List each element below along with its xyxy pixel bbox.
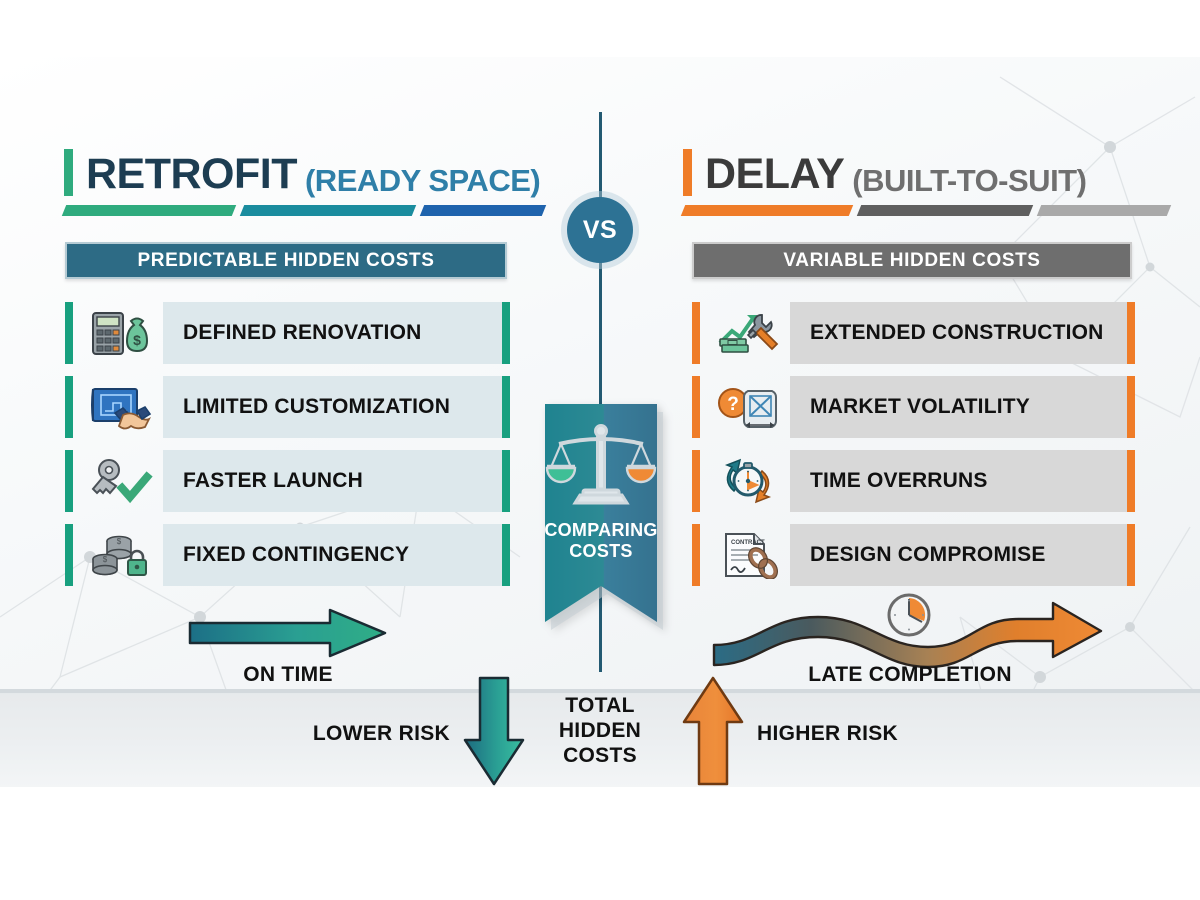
svg-text:$: $	[133, 332, 141, 348]
list-item-label: DESIGN COMPROMISE	[790, 524, 1127, 586]
list-item-label: TIME OVERRUNS	[790, 450, 1127, 512]
right-underline-seg-1	[680, 205, 854, 216]
svg-text:$: $	[103, 555, 108, 564]
list-item[interactable]: $ $ FIXED CONTINGENCY	[65, 524, 510, 586]
row-accent-end	[502, 524, 510, 586]
total-hidden-costs-line1: TOTAL	[565, 694, 635, 717]
list-item[interactable]: EXTENDED CONSTRUCTION	[692, 302, 1135, 364]
contract-chain-icon: CONTRACT	[706, 524, 790, 586]
stopwatch-arrows-icon	[706, 450, 790, 512]
row-accent-end	[502, 376, 510, 438]
list-item[interactable]: FASTER LAUNCH	[65, 450, 510, 512]
list-item[interactable]: LIMITED CUSTOMIZATION	[65, 376, 510, 438]
left-title-main: RETROFIT	[86, 150, 297, 198]
blueprint-handshake-icon	[79, 376, 163, 438]
row-accent	[65, 376, 73, 438]
row-accent-end	[1127, 376, 1135, 438]
list-item-label: EXTENDED CONSTRUCTION	[790, 302, 1127, 364]
ribbon-label-line2: COSTS	[569, 540, 633, 561]
question-blueprint-icon: ?	[706, 376, 790, 438]
on-time-arrow-icon	[188, 607, 388, 664]
left-items-list: $ DEFINED RENOVATION	[65, 302, 510, 598]
row-accent	[692, 302, 700, 364]
late-completion-wave-arrow-icon	[708, 593, 1108, 678]
lower-risk-caption: LOWER RISK	[312, 722, 450, 745]
left-title-sub: (READY SPACE)	[304, 163, 541, 198]
higher-risk-up-arrow-icon	[681, 675, 745, 787]
comparing-costs-ribbon: COMPARING COSTS	[531, 398, 671, 638]
right-underline-bars	[680, 205, 1172, 216]
row-accent	[65, 524, 73, 586]
list-item[interactable]: CONTRACT	[692, 524, 1135, 586]
late-completion-caption: LATE COMPLETION	[808, 663, 1012, 686]
infographic-canvas: VS RETROFIT (READY SPACE) DELAY (BUILT-T…	[0, 57, 1200, 787]
total-hidden-costs-line2: HIDDEN	[558, 718, 642, 742]
right-underline-seg-2	[856, 205, 1034, 216]
left-underline-bars	[61, 205, 547, 216]
total-hidden-costs-label: TOTAL HIDDEN COSTS	[536, 694, 664, 768]
svg-text:$: $	[117, 537, 122, 546]
list-item[interactable]: TIME OVERRUNS	[692, 450, 1135, 512]
list-item-label: FIXED CONTINGENCY	[163, 524, 502, 586]
row-accent	[692, 376, 700, 438]
right-items-list: EXTENDED CONSTRUCTION ? MARKE	[692, 302, 1135, 598]
row-accent-end	[502, 450, 510, 512]
higher-risk-caption: HIGHER RISK	[757, 722, 898, 745]
left-title-row: RETROFIT (READY SPACE)	[64, 149, 544, 196]
row-accent	[692, 450, 700, 512]
right-title-accent-bar	[683, 149, 692, 196]
right-title-sub: (BUILT-TO-SUIT)	[852, 163, 1087, 198]
total-hidden-costs-line3: COSTS	[563, 743, 637, 767]
row-accent-end	[1127, 524, 1135, 586]
row-accent	[65, 450, 73, 512]
right-column-header: DELAY (BUILT-TO-SUIT)	[680, 149, 1172, 216]
list-item[interactable]: ? MARKET VOLATILITY	[692, 376, 1135, 438]
list-item-label: FASTER LAUNCH	[163, 450, 502, 512]
left-underline-seg-2	[239, 205, 417, 216]
row-accent-end	[502, 302, 510, 364]
bottom-band-top-rule	[0, 689, 1200, 693]
calculator-money-bag-icon: $	[79, 302, 163, 364]
on-time-caption: ON TIME	[243, 663, 333, 686]
row-accent	[65, 302, 73, 364]
lower-risk-down-arrow-icon	[462, 675, 526, 787]
left-underline-seg-1	[61, 205, 237, 216]
list-item-label: LIMITED CUSTOMIZATION	[163, 376, 502, 438]
center-divider	[599, 112, 602, 672]
row-accent	[692, 524, 700, 586]
ribbon-label-line1: COMPARING	[544, 520, 658, 540]
list-item[interactable]: $ DEFINED RENOVATION	[65, 302, 510, 364]
right-underline-seg-3	[1036, 205, 1172, 216]
right-section-header-bar: VARIABLE HIDDEN COSTS	[692, 242, 1132, 279]
left-title-accent-bar	[64, 149, 73, 196]
svg-text:CONTRACT: CONTRACT	[731, 540, 765, 546]
money-growth-tools-icon	[706, 302, 790, 364]
ribbon-label: COMPARING COSTS	[531, 520, 671, 561]
right-title-main: DELAY	[705, 150, 845, 198]
left-column-header: RETROFIT (READY SPACE)	[61, 149, 547, 216]
vs-badge: VS	[567, 197, 633, 263]
row-accent-end	[1127, 450, 1135, 512]
row-accent-end	[1127, 302, 1135, 364]
right-title-row: DELAY (BUILT-TO-SUIT)	[683, 149, 1169, 196]
left-section-header-bar: PREDICTABLE HIDDEN COSTS	[65, 242, 507, 279]
bottom-summary-band	[0, 689, 1200, 787]
list-item-label: DEFINED RENOVATION	[163, 302, 502, 364]
coins-lock-icon: $ $	[79, 524, 163, 586]
list-item-label: MARKET VOLATILITY	[790, 376, 1127, 438]
svg-text:?: ?	[727, 394, 739, 415]
left-underline-seg-3	[419, 205, 547, 216]
key-checkmark-icon	[79, 450, 163, 512]
